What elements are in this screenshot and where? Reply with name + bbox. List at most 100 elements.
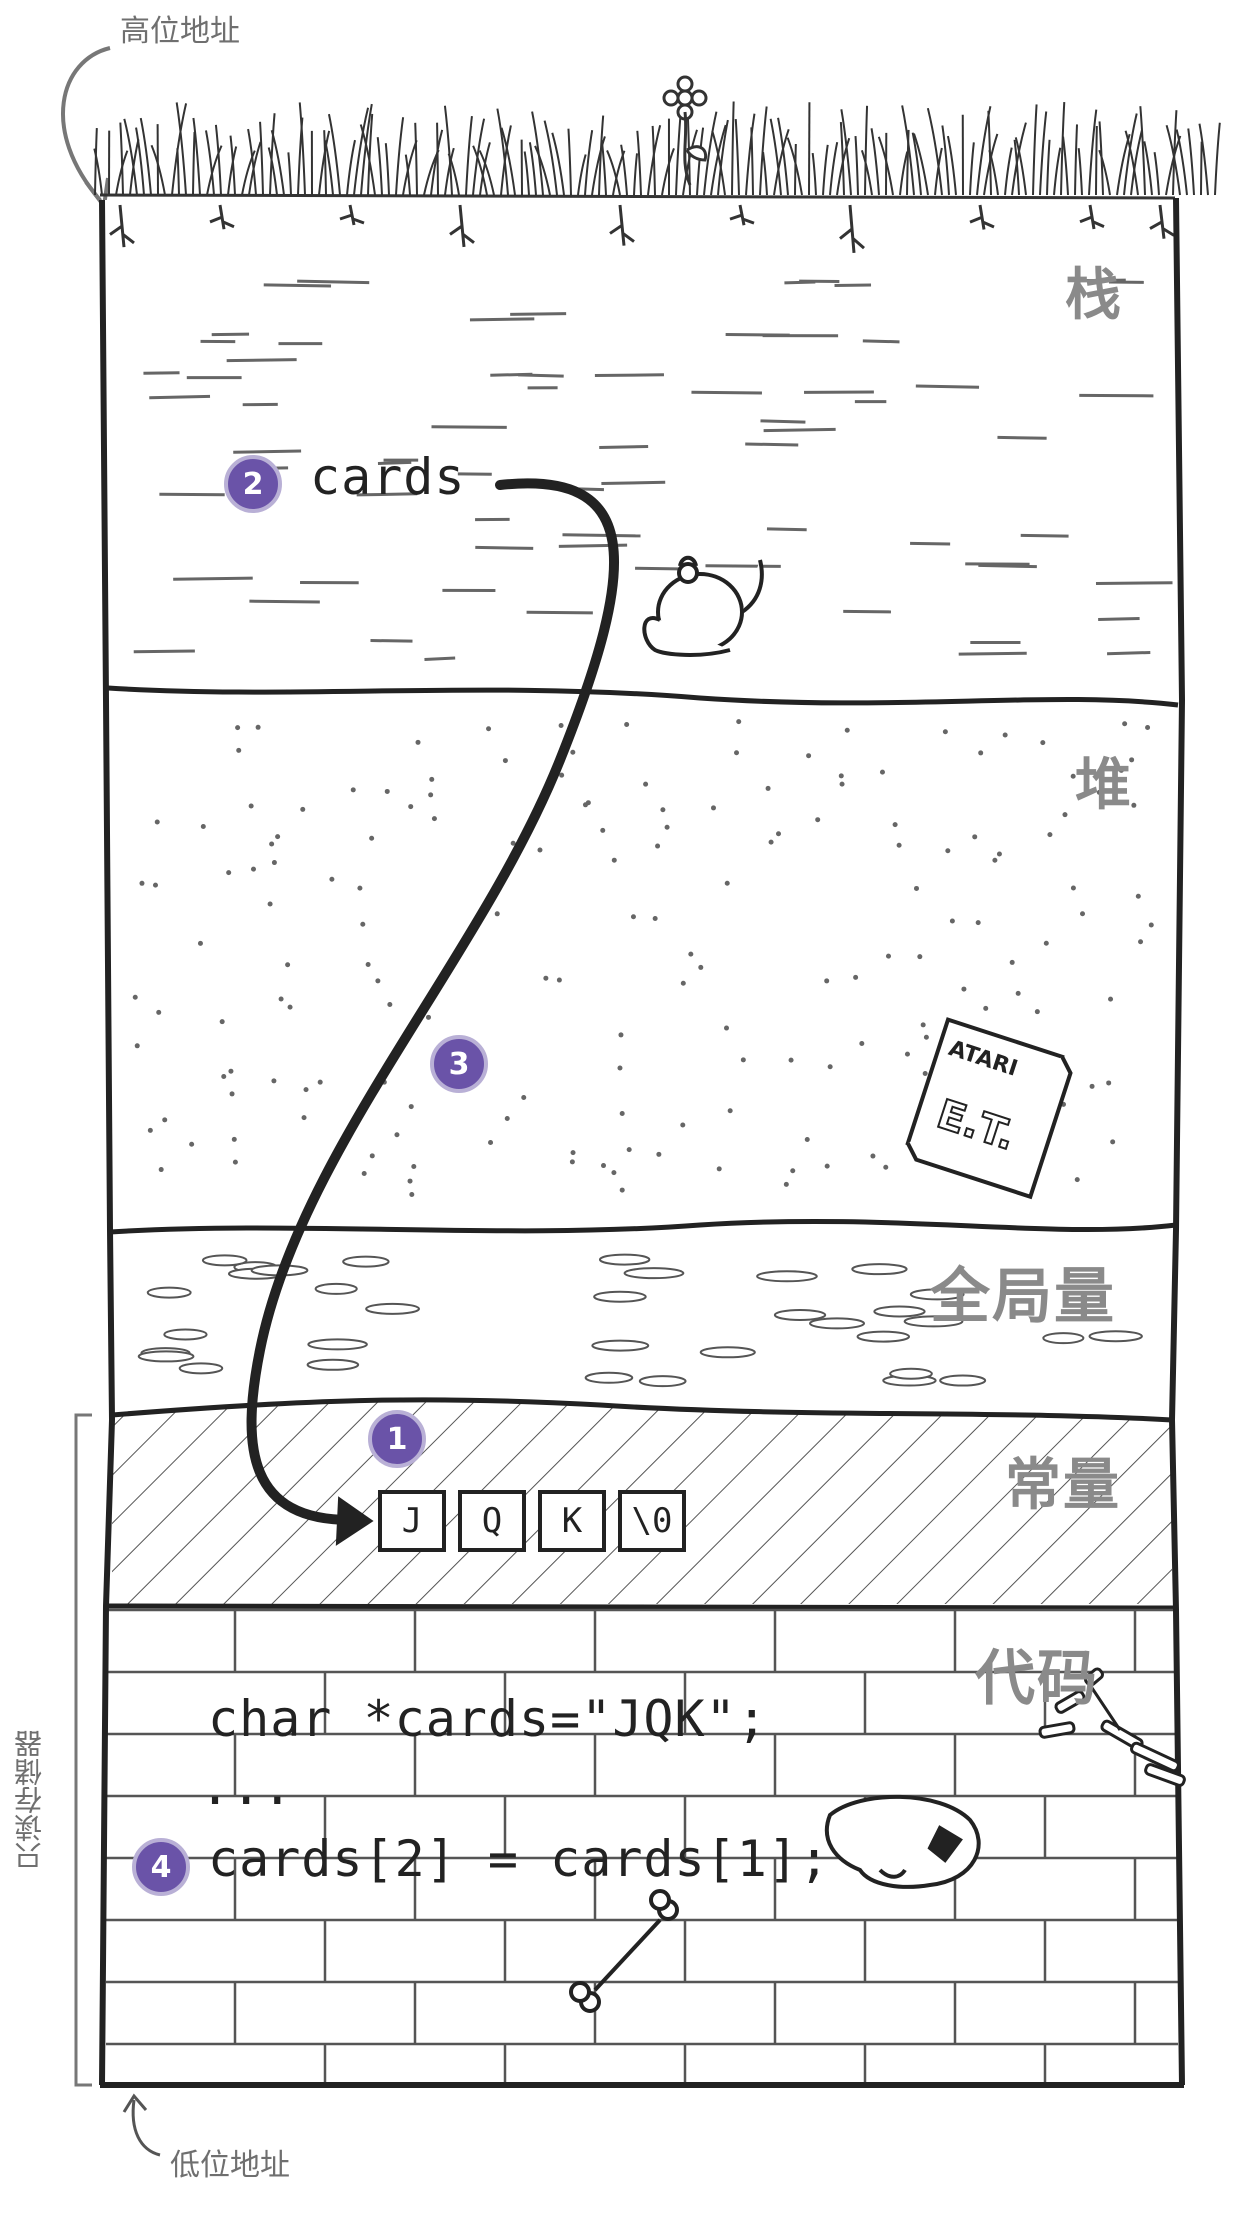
step-badge-2: 2 bbox=[224, 455, 282, 513]
stack-dash bbox=[835, 285, 871, 286]
pebble bbox=[600, 1255, 649, 1265]
heap-dot bbox=[428, 792, 433, 797]
grass-blade bbox=[396, 117, 403, 195]
grass-blade bbox=[177, 148, 179, 195]
constants-code-boundary bbox=[106, 1606, 1176, 1608]
grass-blade bbox=[272, 130, 284, 195]
heap-dot bbox=[486, 726, 491, 731]
grass-blade bbox=[865, 106, 867, 195]
pebble bbox=[592, 1341, 648, 1351]
heap-dot bbox=[139, 881, 144, 886]
heap-dot bbox=[921, 1022, 926, 1027]
stack-dash bbox=[227, 360, 297, 361]
stack-dash bbox=[1021, 535, 1069, 536]
heap-dot bbox=[627, 1147, 632, 1152]
stack-dash bbox=[424, 658, 455, 659]
grass-blade bbox=[136, 128, 144, 195]
grass-blade bbox=[942, 125, 949, 195]
grass-blade bbox=[120, 123, 123, 195]
heap-dot bbox=[304, 1087, 309, 1092]
heap-dot bbox=[285, 962, 290, 967]
stack-dash bbox=[233, 451, 301, 452]
heap-dot bbox=[897, 843, 902, 848]
grass-blade bbox=[1005, 148, 1012, 195]
heap-dot bbox=[221, 1074, 226, 1079]
heap-dot bbox=[766, 786, 771, 791]
grass-blade bbox=[324, 130, 326, 195]
heap-dot bbox=[1016, 991, 1021, 996]
grass-blade bbox=[329, 114, 340, 195]
grass-blade bbox=[970, 142, 974, 195]
heap-dot bbox=[369, 836, 374, 841]
grass-blade bbox=[928, 108, 942, 195]
stack-dash bbox=[1107, 652, 1150, 653]
pebble bbox=[701, 1347, 755, 1357]
pebble bbox=[775, 1310, 825, 1320]
heap-dot bbox=[859, 1041, 864, 1046]
grass-blade bbox=[736, 119, 739, 195]
grass-blade bbox=[1047, 140, 1050, 195]
grass-blade bbox=[466, 116, 472, 195]
heap-dot bbox=[734, 750, 739, 755]
grass-blade bbox=[437, 123, 438, 195]
heap-dot bbox=[1138, 939, 1143, 944]
heap-dot bbox=[429, 777, 434, 782]
pebble bbox=[203, 1255, 247, 1265]
heap-dot bbox=[1110, 1139, 1115, 1144]
stack-dash bbox=[212, 334, 249, 335]
heap-dot bbox=[543, 976, 548, 981]
heap-dot bbox=[279, 997, 284, 1002]
heap-dot bbox=[824, 978, 829, 983]
grass-blade bbox=[1155, 152, 1159, 195]
heap-dot bbox=[1149, 923, 1154, 928]
grass-blade bbox=[378, 137, 382, 195]
stack-dash bbox=[691, 392, 761, 393]
grass-blade bbox=[841, 122, 844, 195]
pebble bbox=[640, 1376, 686, 1386]
heap-dot bbox=[133, 995, 138, 1000]
heap-dot bbox=[1090, 1084, 1095, 1089]
heap-dot bbox=[728, 1108, 733, 1113]
heap-dot bbox=[1062, 812, 1067, 817]
heap-dot bbox=[776, 831, 781, 836]
heap-dot bbox=[1040, 740, 1045, 745]
stack-dash bbox=[599, 446, 648, 447]
heap-dot bbox=[571, 1150, 576, 1155]
stack-dash bbox=[745, 444, 798, 445]
pebble bbox=[164, 1329, 206, 1339]
heap-dot bbox=[162, 1117, 167, 1122]
heap-dot bbox=[408, 1179, 413, 1184]
heap-dot bbox=[653, 916, 658, 921]
heap-dot bbox=[153, 883, 158, 888]
grass-blade bbox=[862, 150, 872, 195]
grass-blade bbox=[830, 142, 837, 195]
heap-dot bbox=[825, 1164, 830, 1169]
heap-dot bbox=[1010, 960, 1015, 965]
grass-blade bbox=[347, 140, 355, 195]
heap-dot bbox=[853, 975, 858, 980]
grass-blade bbox=[795, 144, 796, 195]
heap-dot bbox=[159, 1167, 164, 1172]
heap-dot bbox=[329, 877, 334, 882]
pebble bbox=[625, 1268, 684, 1278]
pebble bbox=[890, 1369, 932, 1379]
heap-dot bbox=[537, 848, 542, 853]
heap-dot bbox=[1035, 1009, 1040, 1014]
pebble bbox=[139, 1351, 194, 1361]
heap-dot bbox=[1108, 997, 1113, 1002]
heap-dot bbox=[357, 886, 362, 891]
skull-icon bbox=[827, 1797, 979, 1887]
heap-dot bbox=[945, 848, 950, 853]
heap-dot bbox=[839, 773, 844, 778]
heap-dot bbox=[618, 1032, 623, 1037]
heap-dot bbox=[681, 981, 686, 986]
heap-dot bbox=[201, 824, 206, 829]
low-address-pointer bbox=[133, 2100, 160, 2155]
pebble bbox=[308, 1339, 367, 1349]
heap-dot bbox=[559, 773, 564, 778]
heap-dot bbox=[220, 1019, 225, 1024]
grass-blade bbox=[585, 130, 592, 195]
heap-dot bbox=[559, 723, 564, 728]
heap-dot bbox=[886, 954, 891, 959]
stack-band bbox=[102, 200, 1182, 700]
